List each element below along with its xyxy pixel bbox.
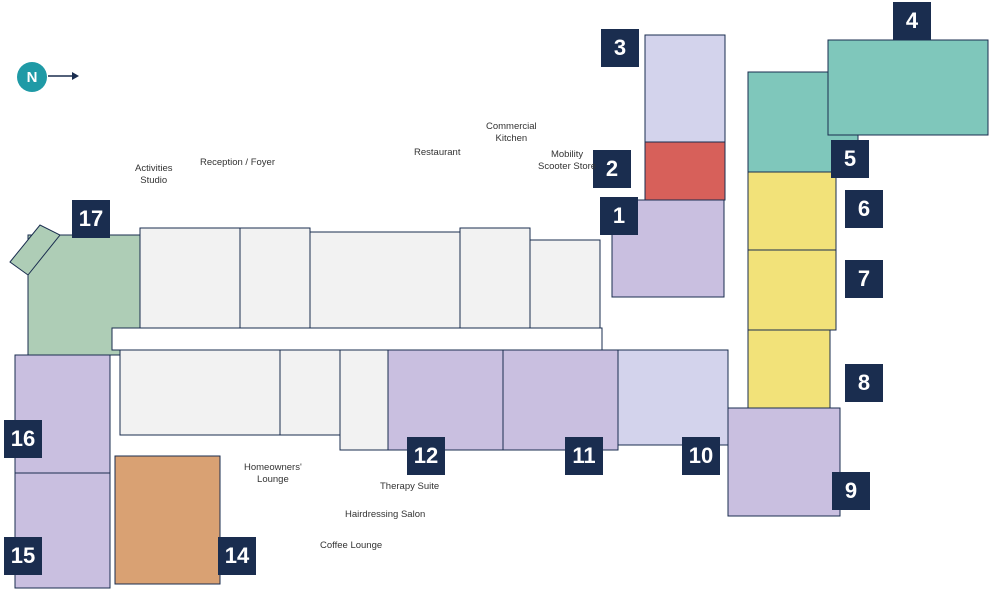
unit-badge-12[interactable]: 12 <box>407 437 445 475</box>
mobility-store-area <box>529 239 601 329</box>
unit-badge-2[interactable]: 2 <box>593 150 631 188</box>
unit-8-area <box>747 329 831 409</box>
unit-badge-17[interactable]: 17 <box>72 200 110 238</box>
homeowners-lounge-label: Homeowners' Lounge <box>244 462 302 485</box>
reception-label: Reception / Foyer <box>200 157 275 168</box>
unit-badge-16[interactable]: 16 <box>4 420 42 458</box>
unit-6-area <box>747 171 837 251</box>
unit-12-area <box>387 349 504 451</box>
unit-badge-3[interactable]: 3 <box>601 29 639 67</box>
unit-badge-14[interactable]: 14 <box>218 537 256 575</box>
homeowners-lounge-area <box>119 349 281 436</box>
reception-area <box>239 227 311 329</box>
compass-badge: N <box>17 62 47 92</box>
unit-4-area <box>827 39 989 136</box>
unit-badge-11[interactable]: 11 <box>565 437 603 475</box>
unit-badge-1[interactable]: 1 <box>600 197 638 235</box>
kitchen-area <box>459 227 531 329</box>
north-arrow-icon <box>48 72 79 80</box>
restaurant-label: Restaurant <box>414 147 461 158</box>
unit-badge-6[interactable]: 6 <box>845 190 883 228</box>
unit-badge-5[interactable]: 5 <box>831 140 869 178</box>
restaurant-area <box>309 231 461 329</box>
activities-studio-area <box>139 227 241 329</box>
unit-17-bay <box>9 224 61 276</box>
unit-2-area <box>644 141 726 201</box>
unit-3-area <box>644 34 726 143</box>
unit-11-area <box>502 349 619 451</box>
unit-14-area <box>114 455 221 585</box>
unit-7-area <box>747 249 837 331</box>
unit-badge-9[interactable]: 9 <box>832 472 870 510</box>
unit-badge-10[interactable]: 10 <box>682 437 720 475</box>
unit-10-area <box>617 349 729 446</box>
unit-9-area <box>727 407 841 517</box>
coffee-lounge-area <box>279 349 341 436</box>
corridor-area <box>111 327 603 351</box>
activities-studio-label: Activities Studio <box>135 163 173 186</box>
unit-badge-15[interactable]: 15 <box>4 537 42 575</box>
hairdressing-salon-label: Hairdressing Salon <box>345 509 426 520</box>
coffee-lounge-label: Coffee Lounge <box>320 540 383 551</box>
unit-badge-7[interactable]: 7 <box>845 260 883 298</box>
therapy-suite-label: Therapy Suite <box>380 481 440 492</box>
therapy-salon-area <box>339 349 389 451</box>
commercial-kitchen-label: Commercial Kitchen <box>486 121 537 144</box>
unit-badge-4[interactable]: 4 <box>893 2 931 40</box>
mobility-store-label: Mobility Scooter Store <box>538 149 597 172</box>
unit-badge-8[interactable]: 8 <box>845 364 883 402</box>
